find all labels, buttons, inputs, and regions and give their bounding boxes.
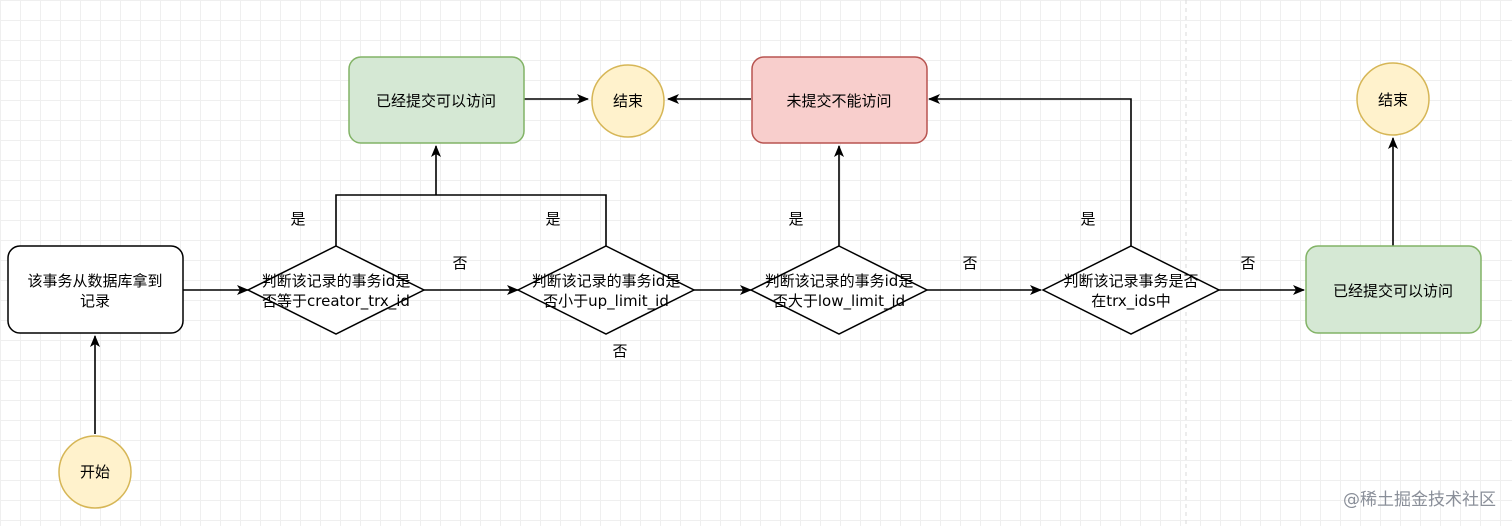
decision-up-limit-diamond [516,245,696,335]
committed-visible-right-node: 已经提交可以访问 [1305,245,1482,334]
decision-trx-ids-node: 判断该记录事务是否 在trx_ids中 [1041,245,1221,335]
label-no-low-limit: 否 [962,254,977,272]
decision-creator-line2: 否等于creator_trx_id [262,292,410,311]
connectors [90,94,1398,434]
label-no-trx-ids: 否 [1240,254,1255,272]
label-no-creator: 否 [452,254,467,272]
committed-visible-top-label: 已经提交可以访问 [376,92,496,110]
decision-low-limit-line1: 判断该记录的事务id是 [765,272,914,290]
decision-trx-ids-line1: 判断该记录事务是否 [1063,272,1198,290]
decision-up-limit-line2: 否小于up_limit_id [543,292,669,311]
decision-low-limit-line2: 否大于low_limit_id [773,292,905,311]
label-yes-trx-ids: 是 [1080,210,1095,228]
edge-up-limit-yes [436,194,607,246]
end-left-circle [591,64,665,138]
decision-low-limit-node: 判断该记录的事务id是 否大于low_limit_id [749,245,929,335]
decision-trx-ids-diamond [1041,245,1221,335]
fetch-record-label-line1: 该事务从数据库拿到 [27,272,162,290]
watermark-text: @稀土掘金技术社区 [1343,490,1496,510]
end-right-circle [1356,62,1430,136]
end-right-label: 结束 [1378,91,1408,109]
label-yes-up-limit: 是 [545,210,560,228]
edge-labels: 是 是 否 否 是 否 是 否 [290,210,1255,360]
not-committed-node: 未提交不能访问 [751,56,928,144]
end-left-node: 结束 [591,64,665,138]
decision-trx-ids-line2: 在trx_ids中 [1091,292,1171,311]
fetch-record-box [7,245,184,334]
decision-creator-line1: 判断该记录的事务id是 [262,272,411,290]
label-yes-low-limit: 是 [788,210,803,228]
edge-creator-yes [335,194,436,246]
not-committed-box [751,56,928,144]
decision-creator-diamond [246,245,426,335]
start-node: 开始 [58,435,132,509]
committed-visible-top-node: 已经提交可以访问 [348,56,525,144]
label-no-up-limit: 否 [612,342,627,360]
not-committed-label: 未提交不能访问 [786,92,891,110]
fetch-record-label-line2: 记录 [80,292,110,310]
start-label: 开始 [80,463,110,481]
label-yes-creator: 是 [290,210,305,228]
end-left-label: 结束 [613,92,643,110]
decision-low-limit-diamond [749,245,929,335]
decision-up-limit-node: 判断该记录的事务id是 否小于up_limit_id [516,245,696,335]
decision-up-limit-line1: 判断该记录的事务id是 [532,272,681,290]
start-circle [58,435,132,509]
committed-visible-right-label: 已经提交可以访问 [1333,282,1453,300]
end-right-node: 结束 [1356,62,1430,136]
fetch-record-node: 该事务从数据库拿到 记录 [7,245,184,334]
committed-visible-top-box [348,56,525,144]
edge-trx-ids-yes [928,94,1132,246]
decision-creator-node: 判断该记录的事务id是 否等于creator_trx_id [246,245,426,335]
committed-visible-right-box [1305,245,1482,334]
